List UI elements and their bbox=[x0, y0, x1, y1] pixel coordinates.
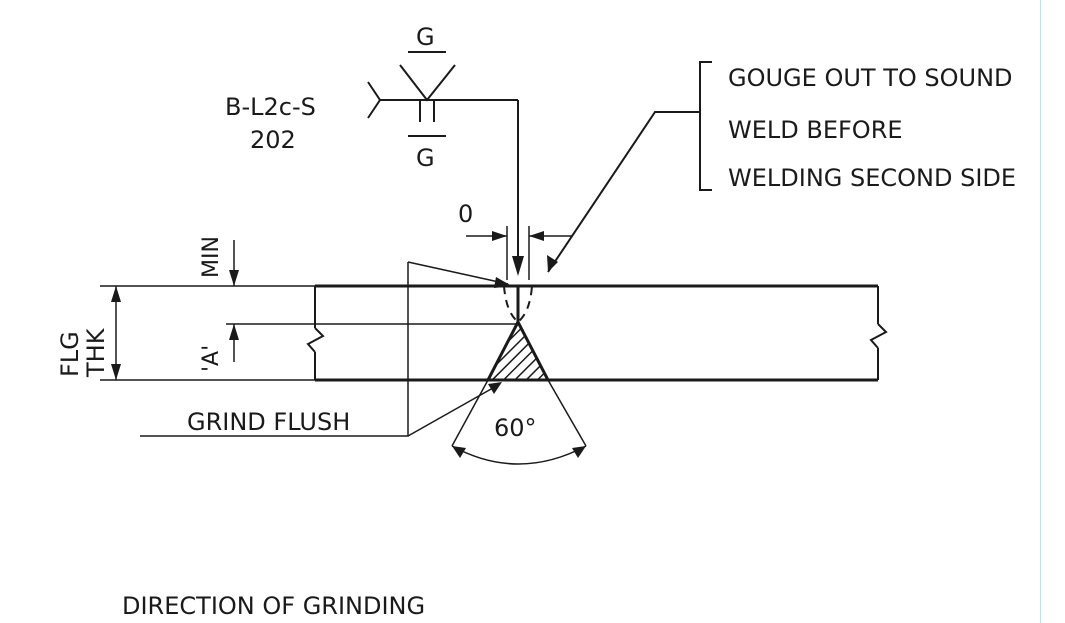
note-line-1: GOUGE OUT TO SOUND bbox=[728, 64, 1013, 92]
angle-arc bbox=[451, 445, 587, 465]
flg-thk-arrow-bottom bbox=[111, 364, 121, 380]
weld-arrow-head bbox=[512, 256, 524, 276]
plate-left-break bbox=[306, 327, 325, 353]
angle-ext-right bbox=[547, 379, 587, 447]
a-label: 'A' bbox=[199, 345, 224, 372]
arrow-side-contour-g: G bbox=[416, 23, 435, 51]
weld-groove-hatched bbox=[485, 318, 551, 382]
angle-arrow-right bbox=[572, 446, 586, 458]
root-opening-dimension: 0 bbox=[458, 200, 572, 280]
flg-thk-arrow-top bbox=[111, 286, 121, 302]
root-opening-value: 0 bbox=[458, 200, 473, 228]
grind-flush-arrow bbox=[488, 382, 502, 394]
note-leader bbox=[547, 111, 700, 273]
flg-thk-label-1: FLG bbox=[56, 331, 84, 377]
note-line-2: WELD BEFORE bbox=[728, 116, 903, 144]
angle-arrow-left bbox=[452, 446, 466, 458]
page-edge-line bbox=[1040, 0, 1041, 623]
weld-reference-number: 202 bbox=[250, 126, 296, 154]
grind-flush-leader bbox=[407, 383, 501, 437]
plate-right-break bbox=[869, 323, 888, 349]
groove-y-symbol bbox=[399, 64, 456, 102]
gouge-leader-diag bbox=[407, 261, 509, 285]
grind-flush-label: GRIND FLUSH bbox=[187, 408, 350, 436]
weld-reference-label: B-L2c-S bbox=[225, 93, 316, 121]
groove-angle-dimension: 60° bbox=[451, 379, 587, 465]
angle-ext-left bbox=[451, 379, 489, 447]
flange-plate bbox=[306, 284, 888, 382]
gouge-note: GOUGE OUT TO SOUND WELD BEFORE WELDING S… bbox=[547, 61, 1016, 273]
flg-thk-label-2: THK bbox=[82, 327, 110, 378]
weld-symbol: B-L2c-S 202 G G bbox=[225, 23, 524, 276]
direction-of-grinding-label: DIRECTION OF GRINDING bbox=[122, 592, 425, 620]
gouge-leader-arrow bbox=[494, 277, 512, 288]
weld-symbol-tail bbox=[367, 81, 382, 119]
note-bracket bbox=[699, 61, 712, 191]
thickness-dimensions: FLG THK MIN 'A' bbox=[56, 236, 518, 381]
note-leader-arrowhead bbox=[547, 255, 558, 272]
min-label: MIN bbox=[199, 236, 224, 278]
root-opening-arrow-left bbox=[492, 231, 507, 241]
angle-value: 60° bbox=[494, 414, 537, 442]
other-side-contour-g: G bbox=[416, 144, 435, 172]
min-arrow bbox=[229, 270, 239, 286]
note-line-3: WELDING SECOND SIDE bbox=[728, 164, 1016, 192]
a-arrow bbox=[229, 324, 239, 340]
root-opening-arrow-right bbox=[529, 231, 544, 241]
